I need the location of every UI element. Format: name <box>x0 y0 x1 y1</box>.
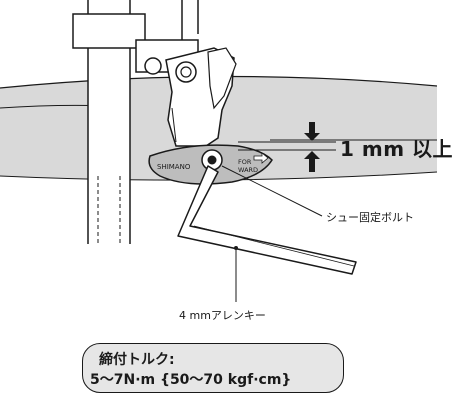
forward-arrow-icon <box>253 152 269 164</box>
shoe-forward-line-2: WARD <box>238 166 258 174</box>
arm-pivot-bolt <box>144 57 162 75</box>
shoe-forward-text: FOR WARD <box>238 158 258 174</box>
gap-indicator <box>238 122 336 172</box>
torque-title: 締付トルク: <box>99 352 175 368</box>
fork-tube <box>72 0 146 244</box>
torque-spec-box: 締付トルク: 5〜7N·m {50〜70 kgf·cm} <box>82 343 344 393</box>
bolt-leader-line <box>221 165 323 217</box>
allen-key <box>177 165 357 275</box>
shoe-fixing-bolt-label: シュー固定ボルト <box>326 211 414 224</box>
arrow-down-icon <box>304 122 320 141</box>
brake-arm <box>135 0 237 147</box>
gap-label: 1 mm 以上 <box>340 137 453 161</box>
shoe-forward-line-1: FOR <box>238 158 252 166</box>
arrow-up-icon <box>304 151 320 172</box>
torque-value: 5〜7N·m {50〜70 kgf·cm} <box>90 372 292 388</box>
brake-shoe-diagram: SHIMANO FOR WARD <box>0 0 438 302</box>
brake-shoe: SHIMANO FOR WARD <box>148 144 273 185</box>
shoe-brand-text: SHIMANO <box>157 163 191 171</box>
allen-key-label: 4 mmアレンキー <box>179 309 266 322</box>
